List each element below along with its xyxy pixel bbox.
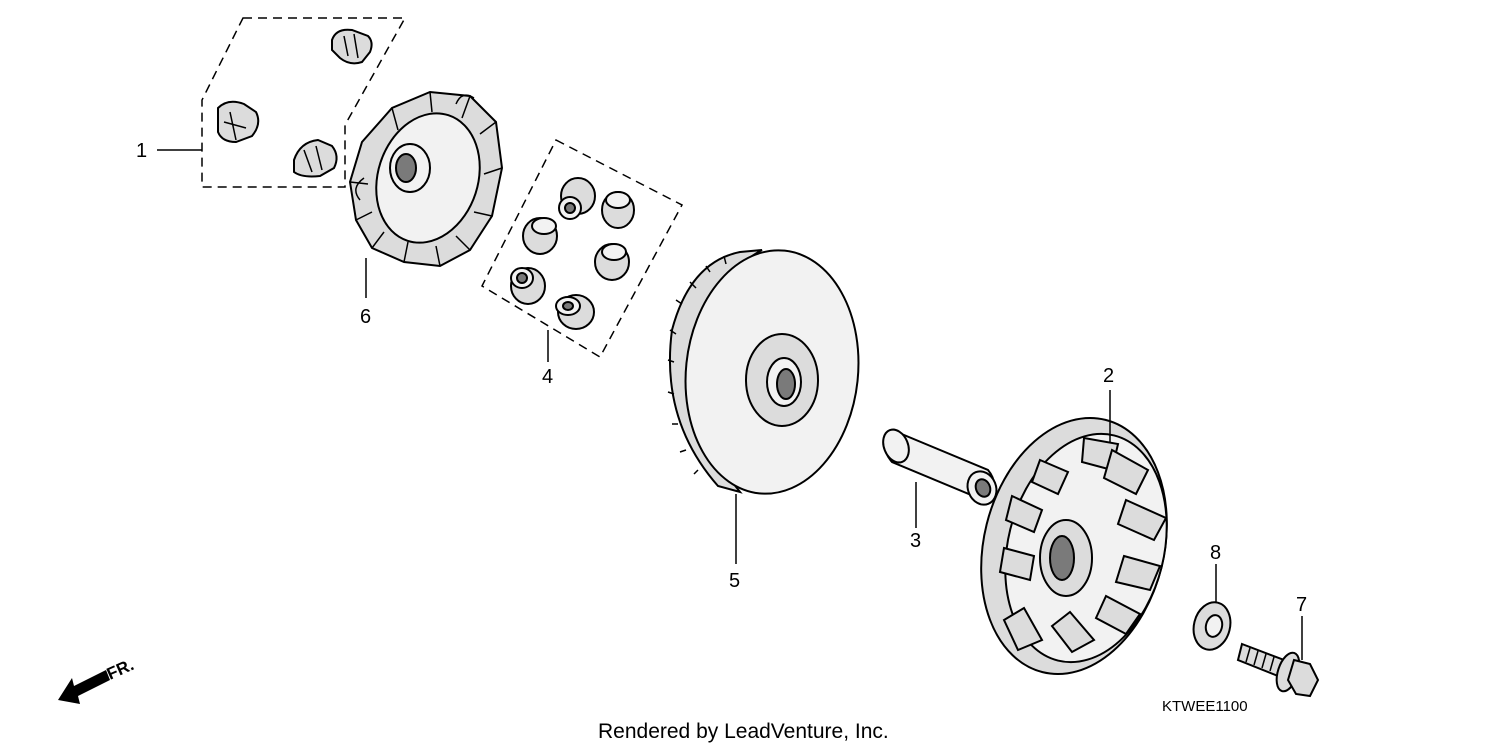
front-direction-indicator: FR.: [58, 655, 137, 704]
callout-1: 1: [136, 140, 147, 162]
slider-piece-top: [331, 28, 373, 65]
front-label: FR.: [104, 655, 137, 683]
flange-bolt[interactable]: [1236, 642, 1320, 698]
drive-face[interactable]: [955, 398, 1193, 694]
weight-roller-5: [510, 267, 546, 305]
slider-pieces-group[interactable]: [201, 17, 407, 188]
callout-7: 7: [1296, 594, 1307, 616]
callout-5: 5: [729, 570, 740, 592]
callout-4: 4: [542, 366, 553, 388]
callout-6: 6: [360, 306, 371, 328]
drive-face-collar[interactable]: [879, 426, 1002, 509]
movable-drive-face[interactable]: [667, 242, 870, 503]
weight-roller-6: [555, 294, 595, 330]
callout-8: 8: [1210, 542, 1221, 564]
slider-piece-bottom: [293, 138, 338, 178]
callout-2: 2: [1103, 365, 1114, 387]
ramp-plate[interactable]: [348, 90, 504, 268]
weight-roller-4: [594, 243, 630, 281]
callout-3: 3: [910, 530, 921, 552]
washer[interactable]: [1189, 598, 1236, 653]
weight-roller-3: [522, 217, 558, 255]
render-credit: Rendered by LeadVenture, Inc.: [598, 720, 889, 743]
weight-roller-2: [601, 191, 635, 229]
weight-rollers-group[interactable]: [481, 138, 684, 359]
weight-roller-1: [558, 177, 596, 220]
diagram-code: KTWEE1100: [1162, 698, 1248, 715]
leader-lines: [157, 149, 1303, 660]
slider-pieces-dashed-box: [201, 17, 407, 188]
slider-piece-left: [217, 100, 260, 144]
front-arrow-icon: [58, 670, 110, 704]
weight-rollers-dashed-box: [481, 138, 684, 359]
